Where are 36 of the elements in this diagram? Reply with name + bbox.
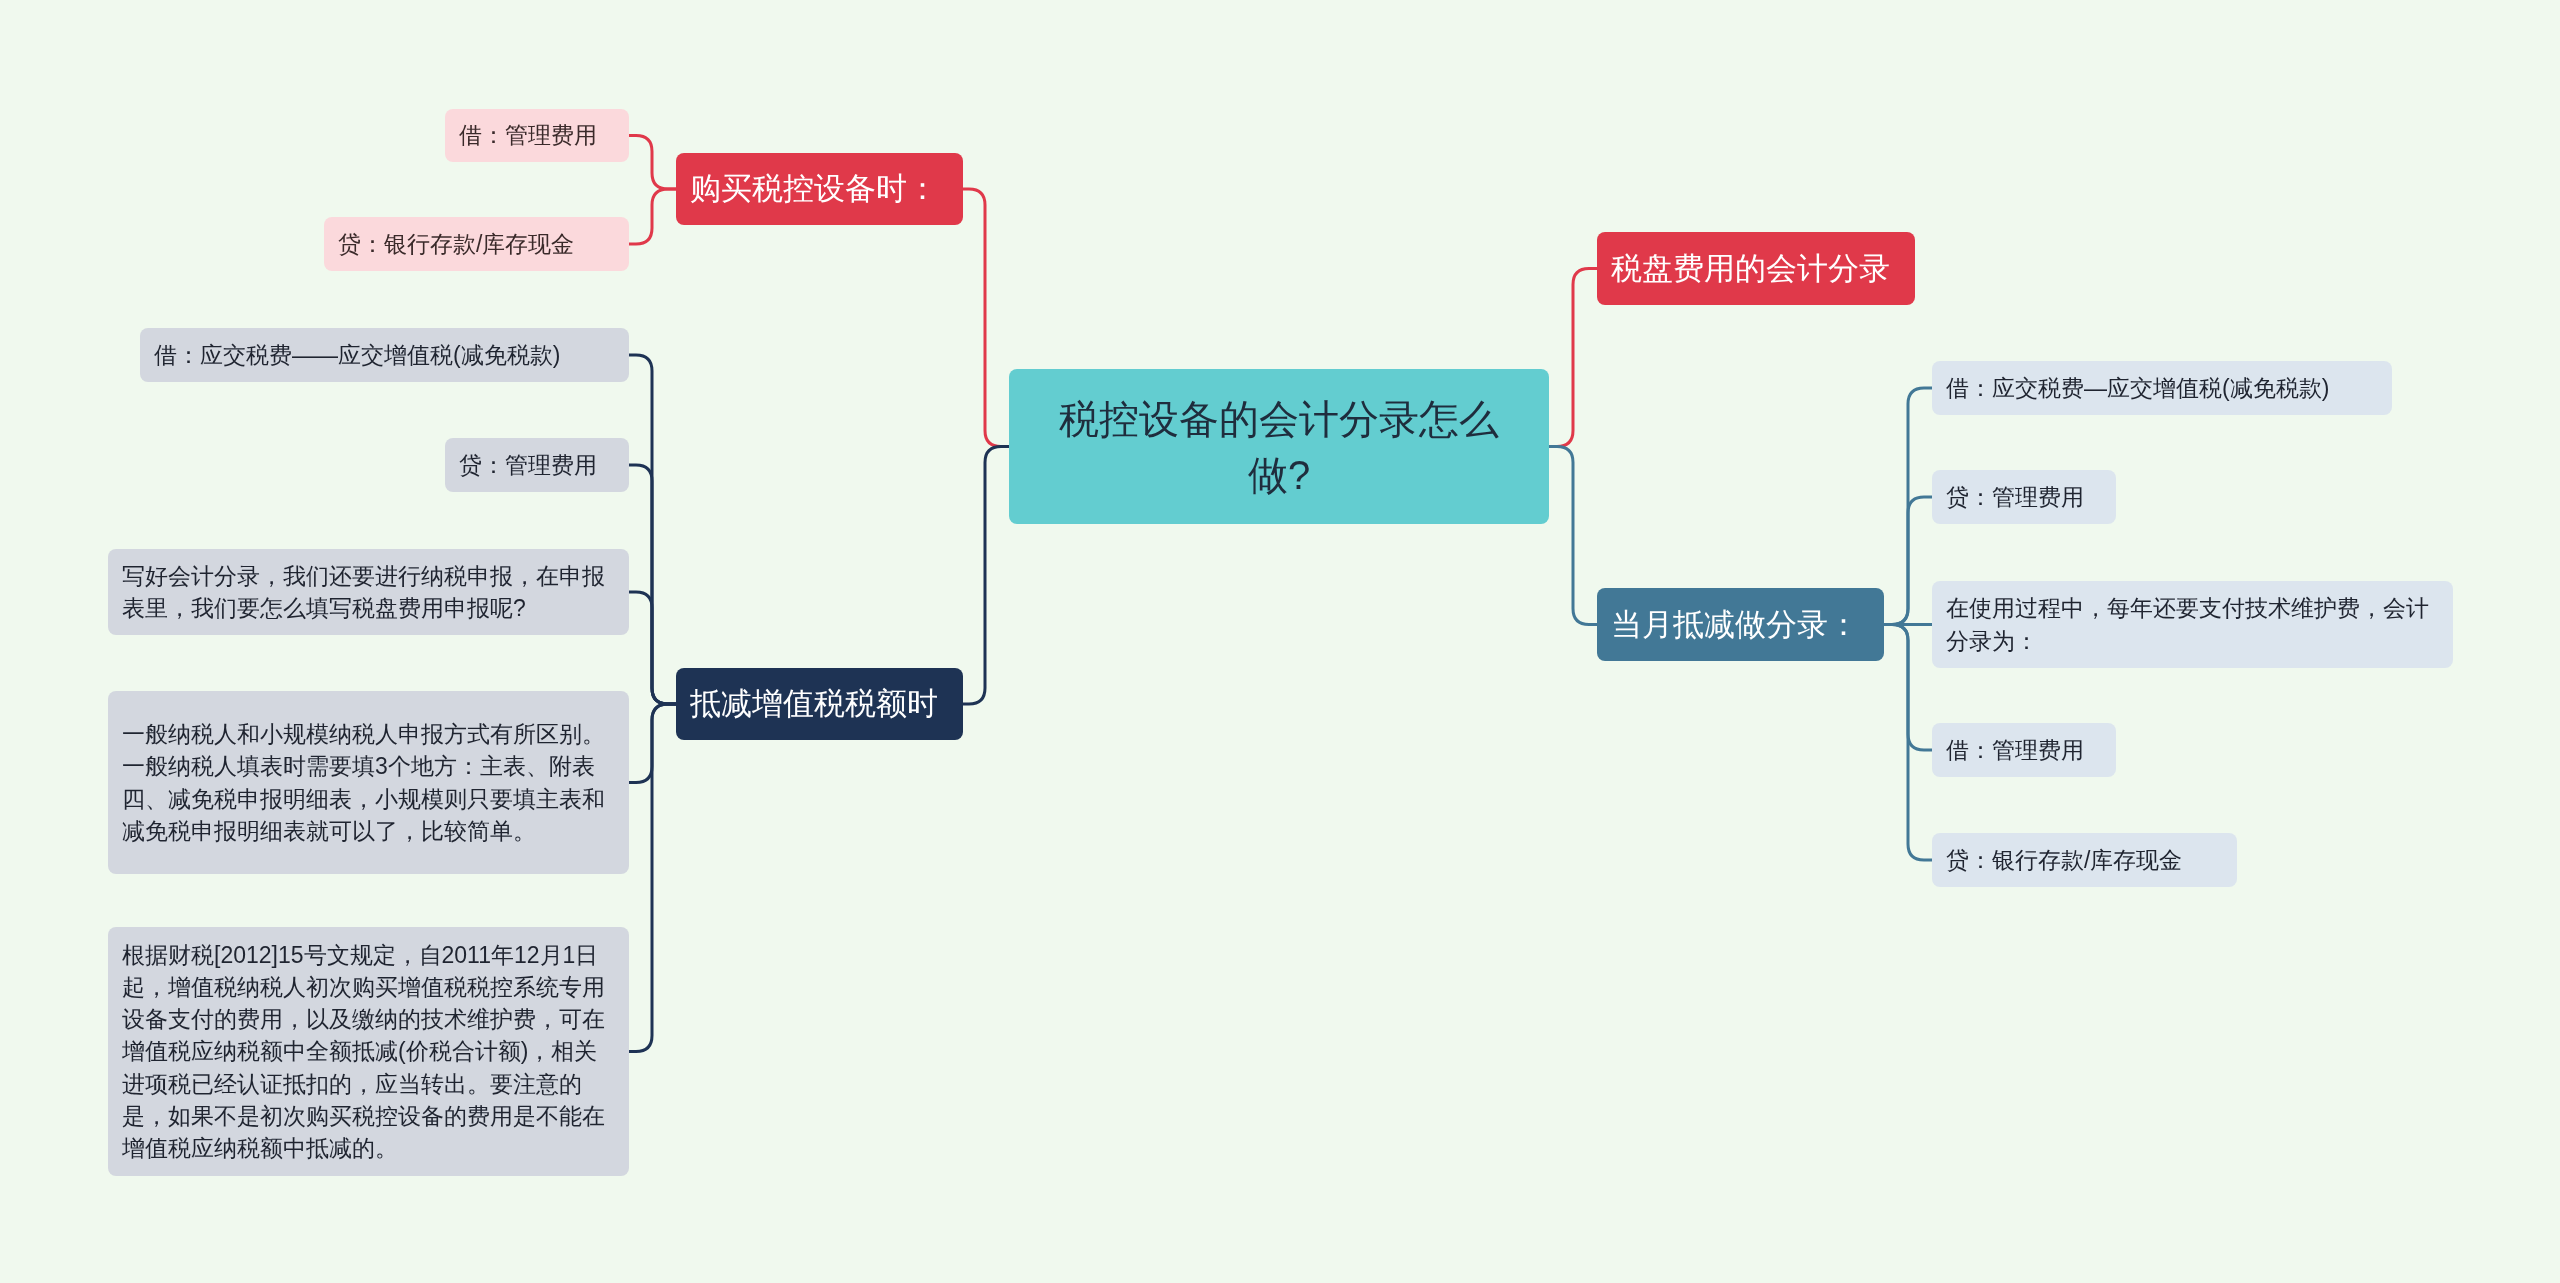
node-text: 写好会计分录，我们还要进行纳税申报，在申报表里，我们要怎么填写税盘费用申报呢? (122, 561, 606, 623)
node-text: 借：应交税费—应交增值税(减免税款) (1946, 373, 2330, 403)
connector-line (1549, 445, 1597, 626)
branch-box (676, 668, 963, 740)
leaf-box (108, 927, 629, 1176)
node-text: 借：应交税费——应交增值税(减免税款) (154, 340, 561, 370)
leaf-box (1932, 833, 2237, 887)
leaf-box (108, 691, 629, 874)
leaf-box (108, 549, 629, 635)
leaf-box (140, 328, 629, 382)
leaf-box (445, 438, 629, 492)
branch-box (1597, 588, 1884, 661)
node-text: 借：管理费用 (459, 121, 597, 151)
node-text: 贷：银行存款/库存现金 (1946, 845, 2183, 875)
node-text: 根据财税[2012]15号文规定，自2011年12月1日起，增值税纳税人初次购买增值税税控系统专用设备支付的费用，以及缴纳的技术维护费，可在增值税应纳税额中全额抵减(价税合计额)，相关进项税已经认证抵扣的，应当转出。要注意的是，如果不是初次购买税控设备的费用是不能在增值税应纳税额中抵减的。 (122, 940, 606, 1163)
node-text: 税盘费用的会计分录 (1611, 249, 1890, 288)
node-text: 在使用过程中，每年还要支付技术维护费，会计分录为： (1946, 594, 2430, 656)
leaf-box (324, 217, 629, 271)
node-text: 税控设备的会计分录怎么做? (1058, 395, 1500, 499)
branch-box (676, 153, 963, 225)
leaf-box (445, 109, 629, 162)
node-text: 当月抵减做分录： (1611, 605, 1859, 644)
branch-box (1597, 232, 1915, 305)
connector-line (1884, 623, 1932, 862)
node-text: 抵减增值税税额时 (690, 685, 938, 724)
leaf-box (1932, 470, 2116, 524)
node-text: 贷：银行存款/库存现金 (338, 229, 575, 259)
node-text: 购买税控设备时： (690, 170, 938, 209)
leaf-box (1932, 723, 2116, 777)
leaf-box (1932, 581, 2453, 668)
leaf-box (1932, 361, 2392, 415)
node-text: 借：管理费用 (1946, 735, 2084, 765)
topic-box (1009, 369, 1549, 524)
node-text: 贷：管理费用 (459, 450, 597, 480)
node-text: 一般纳税人和小规模纳税人申报方式有所区别。一般纳税人填表时需要填3个地方：主表、附表四、减免税申报明细表，小规模则只要填主表和减免税申报明细表就可以了，比较简单。 (122, 720, 606, 846)
node-text: 贷：管理费用 (1946, 482, 2084, 512)
